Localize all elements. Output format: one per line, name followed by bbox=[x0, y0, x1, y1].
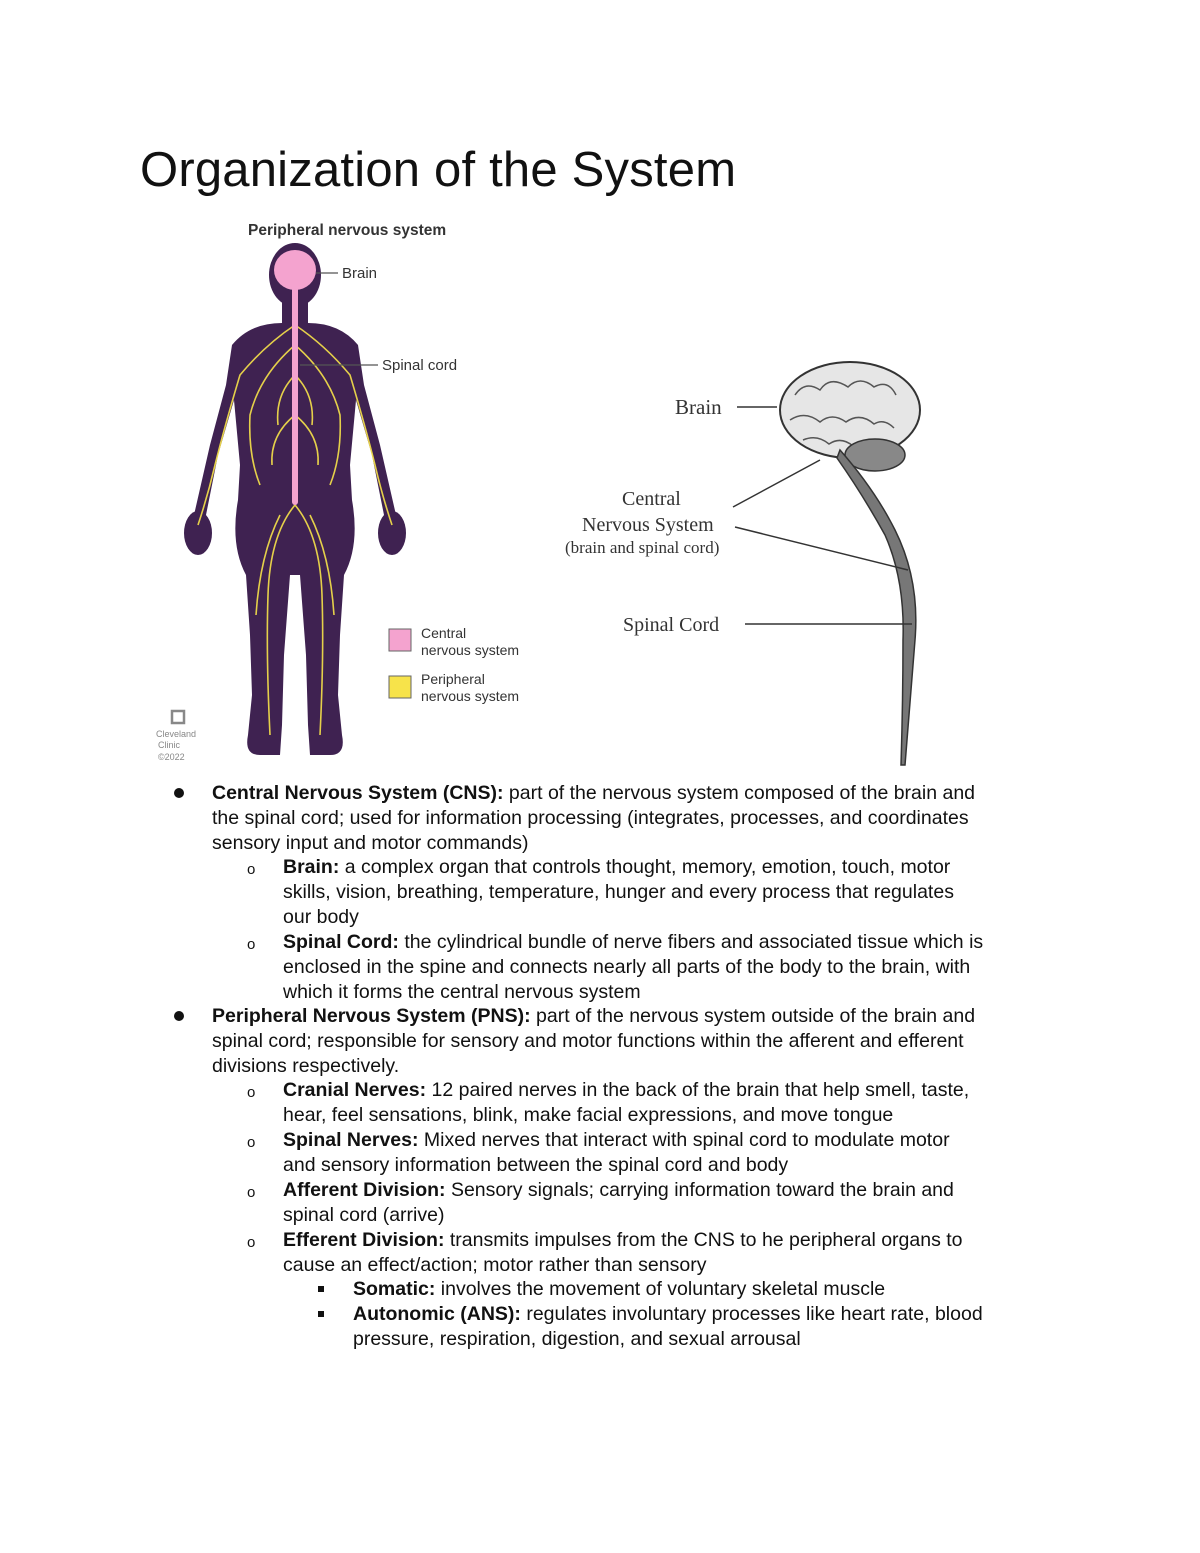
list-item-cranial-nerves: Cranial Nerves: 12 paired nerves in the … bbox=[283, 1079, 970, 1126]
right-label-cns-2: Nervous System bbox=[582, 514, 714, 536]
legend-swatch-cns bbox=[388, 628, 412, 652]
legend-cns-line1: Central bbox=[421, 625, 466, 641]
term: Efferent Division: bbox=[283, 1229, 445, 1251]
term: Cranial Nerves: bbox=[283, 1079, 427, 1101]
legend-cns-line2: nervous system bbox=[421, 642, 519, 658]
logo-line1: Cleveland bbox=[156, 729, 196, 739]
list-item-afferent-division: Afferent Division: Sensory signals; carr… bbox=[283, 1179, 954, 1226]
logo-line3: ©2022 bbox=[158, 752, 185, 762]
legend-pns-line1: Peripheral bbox=[421, 671, 485, 687]
label-brain: Brain bbox=[342, 265, 377, 282]
bullet-marker: o bbox=[247, 861, 256, 878]
bullet-marker: o bbox=[247, 1234, 256, 1251]
right-label-brain: Brain bbox=[675, 395, 722, 419]
list-item-spinal-nerves: Spinal Nerves: Mixed nerves that interac… bbox=[283, 1129, 950, 1176]
label-spinal-cord: Spinal cord bbox=[382, 357, 457, 374]
term: Somatic: bbox=[353, 1278, 436, 1300]
term: Autonomic (ANS): bbox=[353, 1303, 521, 1325]
term: Spinal Nerves: bbox=[283, 1129, 419, 1151]
spinal-cord-drawing bbox=[836, 448, 917, 766]
legend-pns-line2: nervous system bbox=[421, 688, 519, 704]
legend-swatch-pns bbox=[388, 675, 412, 699]
bullet-marker: o bbox=[247, 1184, 256, 1201]
right-label-cns-1: Central bbox=[622, 488, 681, 510]
list-item-autonomic: Autonomic (ANS): regulates involuntary p… bbox=[353, 1303, 983, 1350]
list-item-cns: Central Nervous System (CNS): part of th… bbox=[212, 782, 976, 854]
bullet-marker: o bbox=[247, 1134, 256, 1151]
cns-diagram-figure: Brain Central Nervous System (brain and … bbox=[565, 361, 921, 766]
term: Brain: bbox=[283, 856, 340, 878]
central-nervous-system bbox=[274, 250, 316, 505]
bullet-marker bbox=[318, 1286, 324, 1292]
peripheral-nervous-system-figure: Peripheral nervous system Brain Spinal c… bbox=[156, 222, 519, 762]
bullet-marker bbox=[318, 1311, 324, 1317]
list-item-somatic: Somatic: involves the movement of volunt… bbox=[353, 1278, 886, 1300]
term: Peripheral Nervous System (PNS): bbox=[212, 1005, 531, 1027]
peripheral-nerves bbox=[197, 324, 393, 736]
bullet-marker bbox=[174, 1011, 184, 1021]
cleveland-clinic-logo-icon bbox=[170, 709, 186, 725]
bullet-marker: o bbox=[247, 936, 256, 953]
brain-drawing bbox=[779, 361, 921, 472]
term: Afferent Division: bbox=[283, 1179, 446, 1201]
list-item-brain: Brain: a complex organ that controls tho… bbox=[283, 856, 954, 928]
list-item-spinal-cord: Spinal Cord: the cylindrical bundle of n… bbox=[283, 931, 984, 1003]
list-item-efferent-division: Efferent Division: transmits impulses fr… bbox=[283, 1229, 963, 1276]
figure-heading: Peripheral nervous system bbox=[248, 222, 446, 239]
term: Spinal Cord: bbox=[283, 931, 399, 953]
term: Central Nervous System (CNS): bbox=[212, 782, 504, 804]
logo-line2: Clinic bbox=[158, 740, 181, 750]
page-title: Organization of the System bbox=[140, 143, 737, 197]
bullet-marker: o bbox=[247, 1084, 256, 1101]
right-label-spinal-cord: Spinal Cord bbox=[623, 614, 719, 636]
right-label-cns-3: (brain and spinal cord) bbox=[565, 538, 719, 557]
list-item-pns: Peripheral Nervous System (PNS): part of… bbox=[212, 1005, 976, 1077]
bullet-marker bbox=[174, 788, 184, 798]
